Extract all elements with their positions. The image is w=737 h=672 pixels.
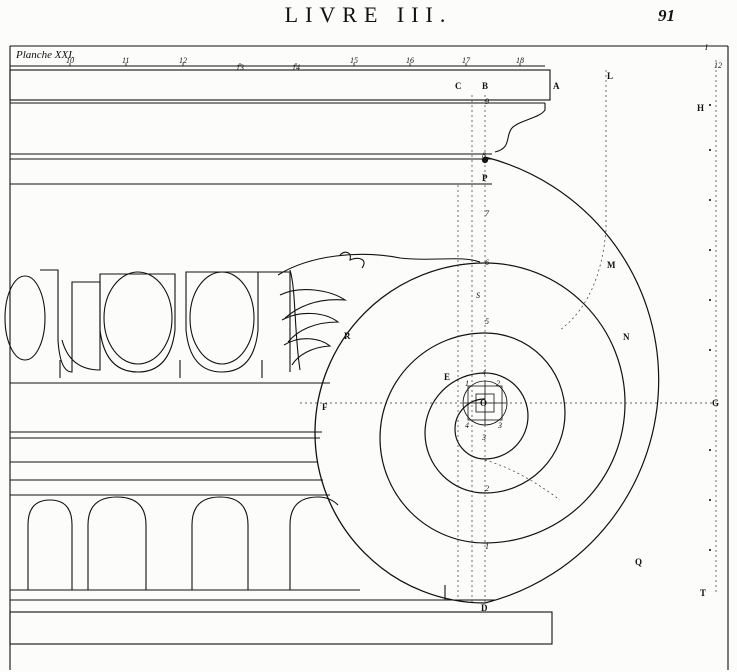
point-o: O	[480, 398, 487, 408]
point-t: T	[700, 588, 706, 598]
scale-mark-13: 13	[236, 63, 244, 72]
scale-mark-15: 15	[350, 56, 358, 65]
eye-number-2: 2	[496, 379, 500, 388]
plate-frame	[9, 45, 729, 670]
point-l: L	[607, 71, 613, 81]
point-b: B	[482, 81, 488, 91]
arcade-base	[10, 496, 360, 591]
point-q: Q	[635, 557, 642, 567]
axis-number-3: 3	[481, 433, 486, 442]
point-d: D	[481, 603, 488, 613]
point-p: P	[482, 173, 488, 183]
point-s: S	[476, 291, 480, 300]
axis-number-1: 1	[485, 542, 489, 551]
point-m: M	[607, 260, 616, 270]
point-n: N	[623, 332, 630, 342]
point-f: F	[322, 402, 328, 412]
scale-ruler: 10 11 12 13 14 15 16 17 18 I 12	[10, 43, 722, 72]
point-c: C	[455, 81, 462, 91]
egg-and-dart-ornament	[4, 269, 291, 378]
plate-label: Planche XXI.	[16, 49, 75, 61]
axis-number-5: 5	[485, 317, 489, 326]
eye-number-1: 1	[465, 379, 469, 388]
scale-mark-right-12: 12	[714, 61, 722, 70]
scale-mark-17: 17	[462, 56, 471, 65]
acanthus-leaf	[277, 251, 481, 371]
eye-number-4: 4	[465, 421, 469, 430]
eye-number-3: 3	[497, 421, 502, 430]
scale-mark-right-i: I	[704, 43, 708, 52]
axis-number-2: 2	[485, 484, 489, 493]
point-r: R	[344, 331, 351, 341]
axis-number-9: 9	[485, 97, 489, 106]
scale-mark-18: 18	[516, 56, 524, 65]
capital-mouldings	[9, 69, 553, 645]
axis-number-8: 8	[482, 151, 486, 160]
point-a: A	[553, 81, 560, 91]
point-e: E	[444, 372, 450, 382]
scale-mark-12: 12	[179, 56, 187, 65]
scale-mark-11: 11	[122, 56, 129, 65]
construction-lines	[300, 60, 717, 605]
scale-mark-16: 16	[406, 56, 414, 65]
point-h: H	[697, 103, 704, 113]
scale-mark-14: 14	[292, 63, 300, 72]
ionic-volute	[314, 156, 660, 604]
page-header-title: LIVRE III.	[284, 2, 453, 27]
axis-number-6: 6	[485, 258, 489, 267]
edge-ticks	[709, 104, 711, 551]
scale-mark-10: 10	[66, 56, 74, 65]
axis-number-7: 7	[485, 209, 490, 218]
point-g: G	[712, 398, 719, 408]
page-number: 91	[658, 6, 675, 25]
axis-number-4: 4	[482, 368, 486, 377]
